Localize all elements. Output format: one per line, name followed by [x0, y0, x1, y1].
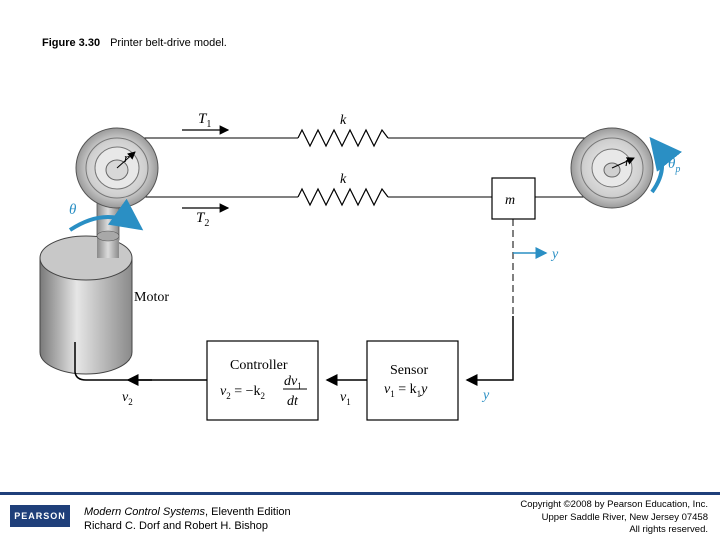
- belt-drive-diagram: k k T1 T2 Motor r θ r θp m y: [39, 111, 682, 421]
- spring-top: [297, 128, 389, 148]
- radius-left-label: r: [124, 150, 130, 165]
- book-edition: , Eleventh Edition: [205, 506, 291, 518]
- belt: [117, 137, 612, 198]
- controller-equation-lhs: v2 = −k2: [220, 384, 265, 401]
- motor-label: Motor: [134, 290, 169, 305]
- v2-label: v2: [122, 390, 133, 407]
- copyright-line-1: Copyright ©2008 by Pearson Education, In…: [520, 499, 708, 510]
- figure-title: Printer belt-drive model.: [110, 37, 227, 49]
- theta-right-label: θp: [668, 156, 680, 175]
- sensor-block: [366, 340, 459, 421]
- controller-fraction-den: dt: [287, 394, 299, 409]
- footer-divider: [0, 492, 720, 495]
- controller-fraction-num: dv1: [284, 374, 302, 391]
- book-authors: Richard C. Dorf and Robert H. Bishop: [84, 520, 269, 532]
- radius-right-label: r: [625, 154, 631, 169]
- mass-label: m: [505, 193, 515, 208]
- y-direction-label: y: [550, 247, 559, 262]
- spring-bottom-label: k: [340, 172, 347, 187]
- controller-title: Controller: [230, 358, 288, 373]
- sensor-input-wire: [465, 316, 514, 386]
- copyright-notice: Copyright ©2008 by Pearson Education, In…: [448, 499, 708, 537]
- left-pulley: [75, 127, 159, 209]
- spring-bottom: [297, 187, 389, 207]
- tension-top-label: T1: [198, 111, 211, 130]
- spring-top-label: k: [340, 113, 347, 128]
- copyright-line-3: All rights reserved.: [629, 524, 708, 535]
- book-citation: Modern Control Systems, Eleventh Edition…: [84, 505, 291, 533]
- theta-left-arrow: [68, 198, 144, 232]
- theta-left-label: θ: [69, 202, 77, 218]
- v1-label: v1: [340, 390, 351, 407]
- book-title: Modern Control Systems: [84, 506, 206, 518]
- figure-number: Figure 3.30: [42, 37, 101, 49]
- pearson-logo: PEARSON: [10, 505, 70, 527]
- controller-block: [206, 340, 319, 421]
- theta-right-arrow: [649, 136, 682, 194]
- figure-caption: Figure 3.30 Printer belt-drive model.: [42, 37, 227, 49]
- motor: [39, 179, 152, 381]
- sensor-equation: v1 = k1y: [384, 382, 428, 399]
- y-input-label: y: [481, 388, 490, 403]
- sensor-title: Sensor: [390, 363, 428, 378]
- tension-bottom-label: T2: [196, 210, 209, 229]
- copyright-line-2: Upper Saddle River, New Jersey 07458: [541, 511, 708, 523]
- right-pulley: [570, 127, 654, 209]
